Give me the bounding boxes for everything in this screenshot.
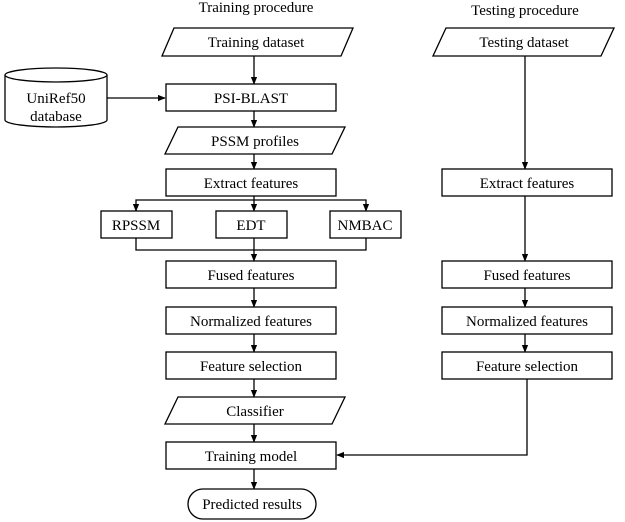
training-dataset-label: Training dataset [208, 35, 305, 51]
testing-extract-features-node [441, 168, 613, 197]
extract-features-node [165, 168, 337, 197]
pssm-profiles-node [163, 126, 347, 155]
line-nmbac-to-merge [254, 238, 367, 251]
edt-label: EDT [236, 218, 265, 234]
predicted-results-node [187, 488, 317, 520]
pssm-profiles-label: PSSM profiles [211, 134, 299, 150]
testing-procedure-header: Testing procedure [471, 3, 579, 19]
feature-selection-label: Feature selection [200, 359, 303, 375]
line-rpssm-to-merge [135, 238, 254, 251]
predicted-results-label: Predicted results [202, 497, 302, 513]
uniref50-label: UniRef50 [26, 91, 85, 107]
database-label: database [30, 109, 82, 125]
arrow-extract-to-rpssm [132, 199, 254, 212]
arrow-extract-to-nmbac [254, 199, 370, 212]
feature-selection-node [165, 351, 337, 380]
nmbac-node [329, 210, 402, 239]
testing-normalized-features-node [441, 306, 613, 335]
edt-node [215, 210, 288, 239]
classifier-label: Classifier [226, 404, 284, 420]
psi-blast-node [165, 83, 337, 112]
extract-features-label: Extract features [204, 176, 299, 192]
arrow-testing-selection-to-model [336, 379, 528, 459]
uniref50-database-node [4, 67, 108, 128]
testing-feature-selection-label: Feature selection [476, 359, 579, 375]
fused-features-label: Fused features [207, 268, 294, 284]
normalized-features-label: Normalized features [190, 314, 312, 330]
testing-normalized-features-label: Normalized features [466, 314, 588, 330]
rpssm-label: RPSSM [112, 218, 160, 234]
nmbac-label: NMBAC [337, 218, 392, 234]
fused-features-node [165, 260, 337, 289]
testing-fused-features-label: Fused features [483, 268, 570, 284]
testing-extract-features-label: Extract features [480, 176, 575, 192]
testing-dataset-label: Testing dataset [479, 35, 569, 51]
training-model-label: Training model [205, 449, 297, 465]
testing-dataset-node [431, 27, 616, 57]
testing-fused-features-node [441, 260, 613, 289]
normalized-features-node [165, 306, 337, 335]
training-dataset-node [161, 27, 354, 57]
training-procedure-header: Training procedure [199, 0, 314, 16]
psi-blast-label: PSI-BLAST [214, 91, 288, 107]
training-model-node [165, 441, 337, 470]
classifier-node [163, 396, 347, 425]
